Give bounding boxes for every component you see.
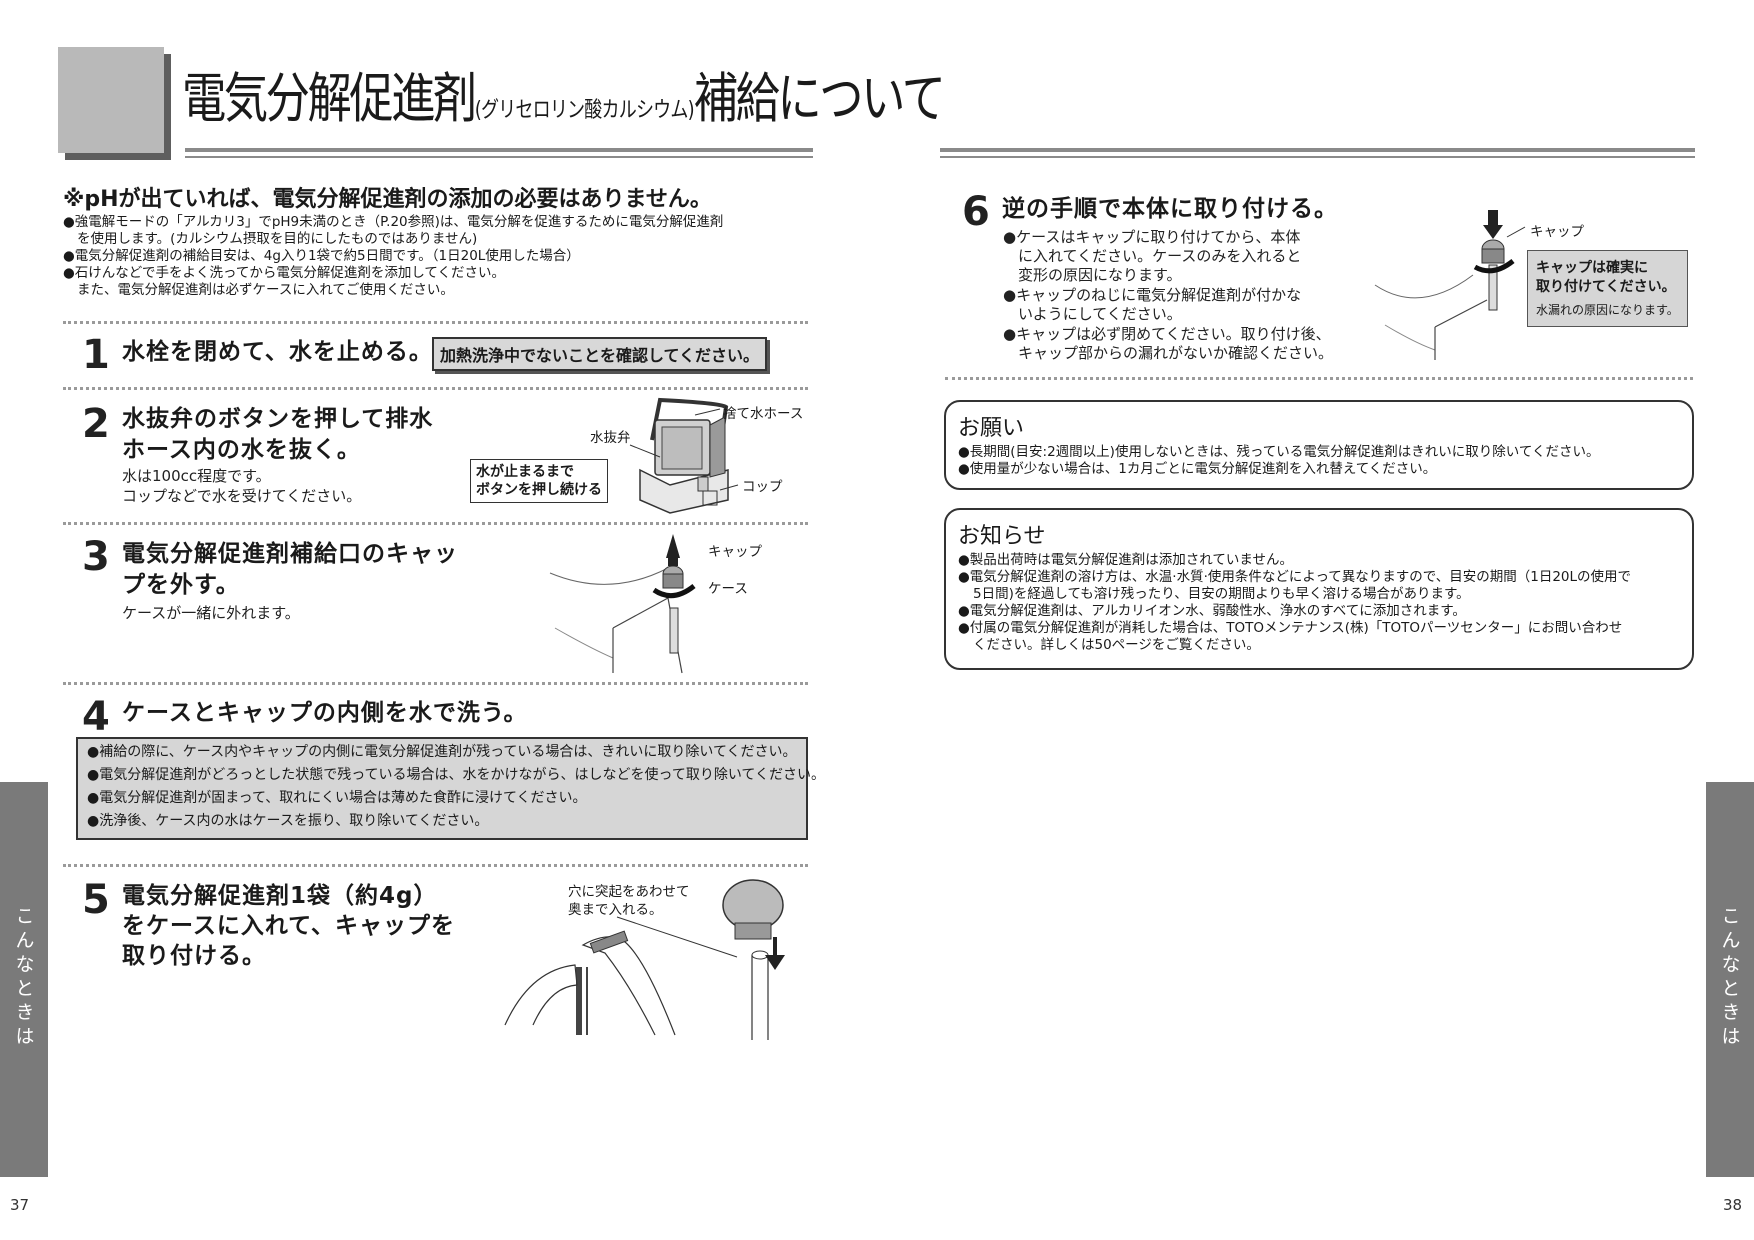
divider (63, 522, 808, 525)
info-title: お知らせ (958, 524, 1046, 549)
request-box: お願い ●長期間(目安:2週間以上)使用しないときは、残っている電気分解促進剤は… (944, 400, 1694, 490)
step-6-line-2: に入れてください。ケースのみを入れると (1018, 247, 1302, 265)
step-1-number: 1 (82, 332, 110, 378)
header-rule (185, 148, 813, 152)
step-3-number: 3 (82, 534, 110, 580)
step-5-line-1: 電気分解促進剤1袋（約4g） (122, 883, 438, 909)
step-3-line-2: プを外す。 (122, 572, 240, 598)
page-number-left: 37 (10, 1196, 30, 1214)
step-2-sub-2: コップなどで水を受けてください。 (122, 487, 362, 505)
step-6-line-4: ●キャップのねじに電気分解促進剤が付かな (1003, 286, 1302, 304)
info-box: お知らせ ●製品出荷時は電気分解促進剤は添加されていません。 ●電気分解促進剤の… (944, 508, 1694, 670)
info-line-5: ●付属の電気分解促進剤が消耗した場合は、TOTOメンテナンス(株)「TOTOパー… (958, 620, 1623, 636)
step-6-line-6: ●キャップは必ず閉めてください。取り付け後、 (1003, 325, 1331, 343)
header-rule-right (940, 148, 1695, 152)
step-6-number: 6 (962, 189, 990, 235)
request-line-1: ●長期間(目安:2週間以上)使用しないときは、残っている電気分解促進剤はきれいに… (958, 444, 1600, 460)
step-5-note-1: 穴に突起をあわせて (568, 884, 690, 900)
notice-bullet-2: ●電気分解促進剤の補給目安は、4g入り1袋で約5日間です。（1日20L使用した場… (63, 248, 580, 264)
step-3-sub: ケースが一緒に外れます。 (122, 604, 300, 622)
cap-removal-illustration (549, 534, 696, 674)
step-4-bullet-3: ●電気分解促進剤が固まって、取れにくい場合は薄めた食酢に浸けてください。 (87, 790, 587, 806)
divider (63, 387, 808, 390)
notice-bullet-3b: また、電気分解促進剤は必ずケースに入れてご使用ください。 (77, 282, 454, 298)
side-tab-left: こんなときは (0, 782, 48, 1177)
request-line-2: ●使用量が少ない場合は、1カ月ごとに電気分解促進剤を入れ替えてください。 (958, 461, 1437, 477)
step-6-line-3: 変形の原因になります。 (1018, 266, 1182, 284)
label-cap: キャップ (708, 544, 762, 560)
info-line-3: 5日間)を経過しても溶け残ったり、目安の期間よりも早く溶ける場合があります。 (973, 586, 1470, 602)
step-4-bullet-1: ●補給の際に、ケース内やキャップの内側に電気分解促進剤が残っている場合は、きれい… (87, 744, 797, 760)
step-2-line-1: 水抜弁のボタンを押して排水 (122, 406, 434, 432)
divider (63, 321, 808, 324)
step-6-label-cap: キャップ (1530, 224, 1584, 240)
step-2-sub-1: 水は100cc程度です。 (122, 467, 271, 485)
water-unit-illustration (639, 397, 729, 514)
notice-bullet-1: ●強電解モードの「アルカリ3」でpH9未満のとき（P.20参照)は、電気分解を促… (63, 214, 724, 230)
divider (63, 682, 808, 685)
step-2-number: 2 (82, 401, 110, 447)
label-drain-valve: 水抜弁 (590, 430, 631, 446)
header-gray-square (58, 47, 164, 153)
step-4-number: 4 (82, 694, 110, 740)
info-line-6: ください。詳しくは50ページをご覧ください。 (973, 637, 1260, 653)
step-4-text: ケースとキャップの内側を水で洗う。 (122, 700, 528, 726)
step-6-line-7: キャップ部からの漏れがないか確認ください。 (1018, 344, 1334, 362)
step-6-line-1: ●ケースはキャップに取り付けてから、本体 (1003, 228, 1301, 246)
step-3-line-1: 電気分解促進剤補給口のキャッ (122, 541, 458, 567)
label-cup: コップ (742, 479, 783, 495)
divider (945, 377, 1693, 380)
step-5-number: 5 (82, 877, 110, 923)
cap-attach-illustration (1374, 210, 1526, 360)
info-line-4: ●電気分解促進剤は、アルカリイオン水、弱酸性水、浄水のすべてに添加されます。 (958, 603, 1466, 619)
step-4-info-box: ●補給の際に、ケース内やキャップの内側に電気分解促進剤が残っている場合は、きれい… (76, 737, 825, 840)
step-5-note-2: 奥まで入れる。 (568, 902, 663, 918)
notice-bullet-3: ●石けんなどで手をよく洗ってから電気分解促進剤を添加してください。 (63, 265, 506, 281)
info-line-1: ●製品出荷時は電気分解促進剤は添加されていません。 (958, 552, 1293, 568)
step-1-badge: 加熱洗浄中でないことを確認してください。 (432, 337, 768, 371)
header-rule-thin-right (940, 156, 1695, 158)
step-5-line-2: をケースに入れて、キャップを (122, 913, 456, 939)
notice-headline: ※pHが出ていれば、電気分解促進剤の添加の必要はありません。 (63, 187, 712, 212)
label-case: ケース (708, 581, 748, 597)
info-line-2: ●電気分解促進剤の溶け方は、水温·水質·使用条件などによって異なりますので、目安… (958, 569, 1632, 585)
step-4-bullet-2: ●電気分解促進剤がどろっとした状態で残っている場合は、水をかけながら、はしなどを… (87, 767, 825, 783)
step-2-line-2: ホース内の水を抜く。 (122, 437, 361, 463)
request-title: お願い (958, 416, 1025, 441)
step-1-text: 水栓を閉めて、水を止める。 (122, 339, 433, 365)
step-6-text: 逆の手順で本体に取り付ける。 (1002, 196, 1338, 222)
step-5-line-3: 取り付ける。 (122, 943, 266, 969)
fill-case-illustration (504, 879, 785, 1040)
step-6-line-5: いようにしてください。 (1018, 305, 1182, 323)
header-rule-thin (185, 156, 813, 158)
label-waste-hose: 捨て水ホース (723, 406, 804, 422)
page-number-right: 38 (1723, 1196, 1743, 1214)
divider (63, 864, 808, 867)
step-4-bullet-4: ●洗浄後、ケース内の水はケースを振り、取り除いてください。 (87, 813, 489, 829)
page-title: 電気分解促進剤(グリセロリン酸カルシウム)補給について (182, 67, 946, 130)
step-2-callout: 水が止まるまで ボタンを押し続ける (470, 459, 608, 503)
side-tab-right: こんなときは (1706, 782, 1754, 1177)
notice-bullet-1b: を使用します。(カルシウム摂取を目的にしたものではありません) (77, 231, 478, 247)
leader-lines (629, 408, 739, 491)
step-6-warning-box: キャップは確実に 取り付けてください。 水漏れの原因になります。 (1527, 250, 1688, 327)
